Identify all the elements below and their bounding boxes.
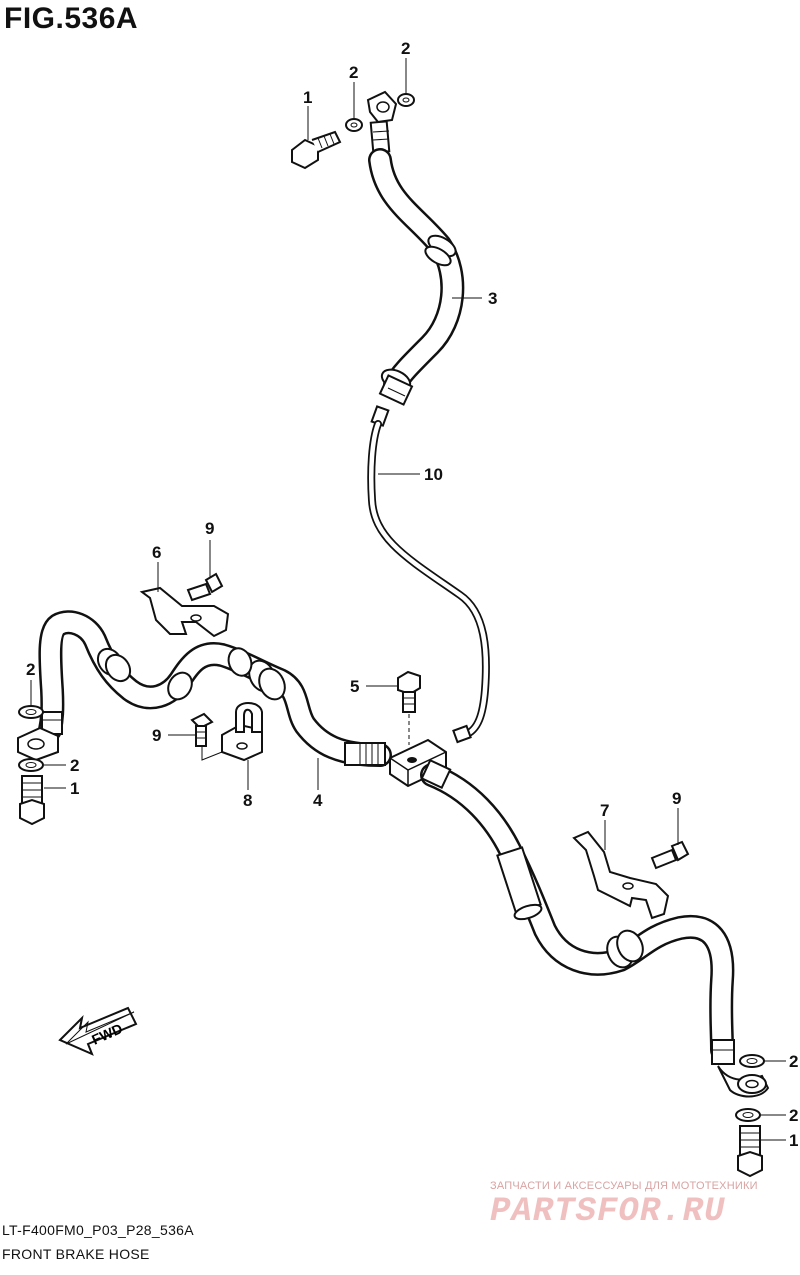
- figure-name: FRONT BRAKE HOSE: [2, 1246, 150, 1262]
- part-bracket-7[interactable]: [572, 830, 670, 920]
- callout-9-right: 9: [672, 789, 681, 808]
- part-washer-right-b[interactable]: [735, 1108, 761, 1122]
- part-upper-brake-hose[interactable]: [366, 90, 465, 406]
- part-bolt-9-mid[interactable]: [190, 712, 223, 761]
- callout-2-top-b: 2: [401, 39, 410, 58]
- part-bolt-9-top[interactable]: [186, 572, 224, 602]
- part-brake-pipe[interactable]: [367, 405, 490, 744]
- callout-8: 8: [243, 791, 252, 810]
- callout-4: 4: [313, 791, 323, 810]
- part-washer-right-a[interactable]: [739, 1054, 765, 1068]
- part-bolt-left[interactable]: [19, 775, 45, 826]
- part-left-brake-hose[interactable]: [17, 610, 392, 767]
- callout-1-left: 1: [70, 779, 79, 798]
- callout-10: 10: [424, 465, 443, 484]
- part-washer-left-b[interactable]: [18, 758, 44, 772]
- watermark-tagline: ЗАПЧАСТИ И АКСЕССУАРЫ ДЛЯ МОТОТЕХНИКИ: [490, 1180, 758, 1192]
- part-right-brake-hose[interactable]: [420, 758, 770, 1098]
- callout-7: 7: [600, 801, 609, 820]
- part-bolt-right[interactable]: [737, 1125, 763, 1178]
- callout-2-right-b: 2: [789, 1106, 798, 1125]
- callout-2-right-a: 2: [789, 1052, 798, 1071]
- callout-3: 3: [488, 289, 497, 308]
- part-washer-top-a[interactable]: [345, 118, 363, 132]
- callout-1-top: 1: [303, 88, 312, 107]
- callout-2-left-a: 2: [26, 660, 35, 679]
- callout-9-left-bottom: 9: [152, 726, 161, 745]
- figure-model-code: LT-F400FM0_P03_P28_536A: [2, 1222, 194, 1238]
- part-bracket-6[interactable]: [139, 586, 230, 638]
- callout-6: 6: [152, 543, 161, 562]
- fwd-arrow-icon: FWD: [58, 1006, 138, 1056]
- watermark-logo: PARTSFOR.RU: [490, 1193, 726, 1231]
- callout-1-right: 1: [789, 1131, 798, 1150]
- part-washer-top-b[interactable]: [397, 93, 415, 107]
- figure-title: FIG.536A: [4, 2, 139, 35]
- part-bolt-top[interactable]: [291, 130, 342, 170]
- part-clamp-8[interactable]: [221, 702, 263, 762]
- callout-2-left-b: 2: [70, 756, 79, 775]
- part-bolt-9-right[interactable]: [650, 840, 690, 870]
- leader-lines: [30, 58, 786, 1141]
- part-bolt-joint[interactable]: [397, 670, 421, 745]
- part-washer-left-a[interactable]: [18, 705, 44, 719]
- callout-2-top-a: 2: [349, 63, 358, 82]
- callout-5: 5: [350, 677, 359, 696]
- callout-9-left-top: 9: [205, 519, 214, 538]
